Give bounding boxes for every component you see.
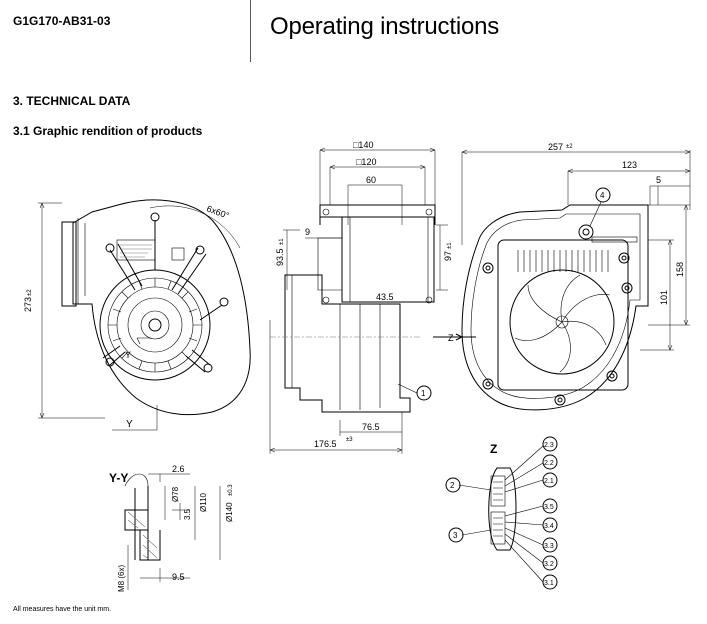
side-view — [269, 147, 464, 454]
dim-60: 60 — [366, 175, 376, 185]
dim-93-5: 93.5 — [275, 248, 285, 266]
dim-5: 5 — [656, 175, 661, 185]
callout-1: 1 — [421, 389, 426, 398]
footer-note: All measures have the unit mm. — [13, 606, 112, 613]
pin-2-2: 2.2 — [544, 460, 554, 467]
dim-dia-140: Ø140 — [225, 502, 234, 522]
front-view — [38, 199, 251, 431]
dim-3-5: 3.5 — [183, 508, 192, 520]
section-yy-view — [124, 473, 221, 590]
callout-4: 4 — [600, 191, 605, 200]
dim-43-5: 43.5 — [376, 292, 394, 302]
dim-9: 9 — [305, 227, 310, 237]
callout-3: 3 — [453, 531, 458, 540]
pin-2-1: 2.1 — [544, 478, 554, 485]
section-heading: 3. TECHNICAL DATA — [13, 94, 131, 108]
dim-123: 123 — [622, 160, 637, 170]
rear-view — [461, 149, 691, 411]
dim-dia-110: Ø110 — [199, 492, 208, 512]
dim-m8: M8 (6x) — [117, 565, 126, 592]
y-marker: Y — [126, 419, 133, 430]
dim-158: 158 — [675, 262, 685, 277]
z-marker: Z — [448, 333, 454, 343]
dim-76-5: 76.5 — [362, 422, 380, 432]
pin-3-2: 3.2 — [544, 561, 554, 568]
dim-97-tol: ±1 — [447, 242, 453, 249]
page-title: Operating instructions — [270, 13, 500, 40]
dim-101: 101 — [659, 290, 669, 305]
pin-3-4: 3.4 — [544, 523, 554, 530]
view-z-connector — [445, 436, 558, 590]
dim-2-6: 2.6 — [172, 464, 185, 474]
dim-97: 97 — [443, 251, 453, 261]
section-yy-label: Y-Y — [109, 471, 128, 485]
dim-93-5-tol: ±1 — [279, 238, 285, 245]
pin-2-3: 2.3 — [544, 442, 554, 449]
pin-3-1: 3.1 — [544, 580, 554, 587]
dim-176-5: 176.5 — [314, 439, 337, 449]
dim-140: □140 — [353, 140, 373, 150]
pin-3-5: 3.5 — [544, 504, 554, 511]
dim-273: 273 — [23, 297, 33, 312]
dim-257: 257 — [548, 142, 563, 152]
dim-120: □120 — [356, 157, 376, 167]
pin-3-3: 3.3 — [544, 543, 554, 550]
product-code: G1G170-AB31-03 — [13, 14, 111, 28]
dim-9-5: 9.5 — [172, 572, 185, 582]
dim-dia-78: Ø78 — [171, 486, 180, 502]
callout-2: 2 — [450, 481, 455, 490]
dim-273-tol: ±2 — [27, 289, 33, 296]
header-divider — [250, 0, 251, 62]
dim-176-5-tol: ±3 — [346, 437, 353, 443]
dim-6x60: 6x60° — [205, 203, 231, 220]
subsection-heading: 3.1 Graphic rendition of products — [13, 124, 203, 138]
dim-dia-140-tol: ±0.3 — [228, 484, 234, 496]
y-marker-inner: Y — [125, 350, 131, 360]
dim-257-tol: ±2 — [566, 144, 573, 150]
view-z-title: Z — [490, 442, 497, 456]
